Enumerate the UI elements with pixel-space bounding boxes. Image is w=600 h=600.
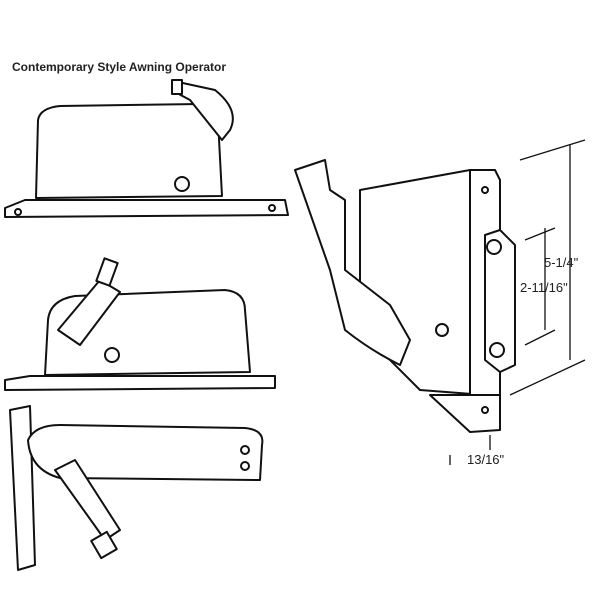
operator-view-middle xyxy=(4,257,276,391)
operator-view-bottom xyxy=(9,405,264,571)
diagram-title: Contemporary Style Awning Operator xyxy=(12,60,227,74)
dimension-hole-spacing: 2-11/16" xyxy=(520,280,568,295)
dimension-width: 13/16" xyxy=(467,452,505,467)
dimension-overall-height: 5-1/4" xyxy=(544,255,579,270)
operator-view-top xyxy=(4,79,289,218)
operator-main-view xyxy=(294,139,586,465)
